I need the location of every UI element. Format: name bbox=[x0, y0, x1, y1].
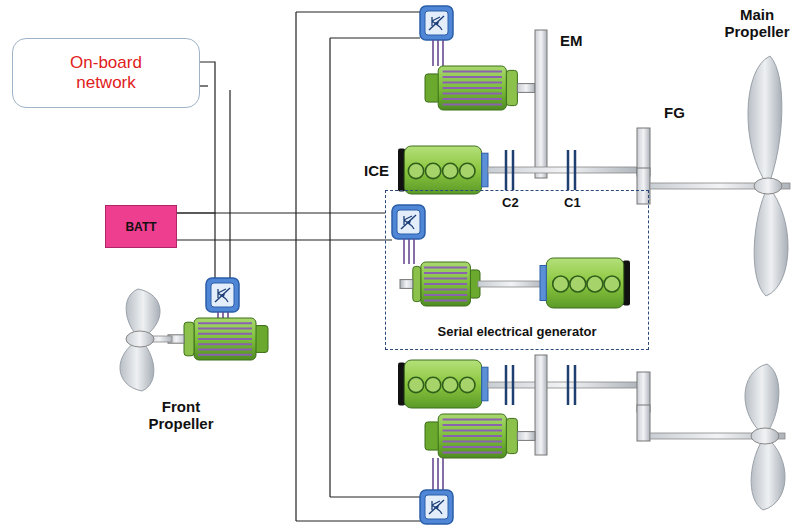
clutch-symbol bbox=[506, 150, 513, 190]
shaft bbox=[478, 281, 545, 287]
wire bbox=[403, 239, 405, 264]
part-label: ICE bbox=[364, 162, 389, 179]
propeller-label: Main Propeller bbox=[716, 6, 798, 41]
part-label: C2 bbox=[502, 195, 519, 210]
shaft bbox=[488, 167, 640, 173]
propeller bbox=[120, 289, 160, 391]
clutch-symbol bbox=[568, 150, 575, 190]
wire bbox=[329, 38, 330, 497]
group-box: Serial electrical generator bbox=[385, 190, 649, 350]
electric-motor bbox=[425, 66, 535, 110]
wire bbox=[296, 520, 420, 521]
clutch-symbol bbox=[568, 365, 575, 405]
wire bbox=[229, 90, 230, 278]
wire bbox=[442, 458, 444, 492]
propeller-label: Front Propeller bbox=[136, 398, 226, 433]
wire bbox=[295, 12, 296, 521]
wire bbox=[432, 458, 434, 492]
inverter-symbol bbox=[420, 490, 453, 524]
combustion-engine bbox=[540, 258, 630, 308]
wire bbox=[442, 40, 444, 66]
gear-bar bbox=[637, 405, 650, 441]
network-box: On-board network bbox=[12, 38, 200, 108]
wire bbox=[437, 40, 439, 66]
gear-bar bbox=[535, 30, 547, 178]
wire bbox=[200, 85, 208, 86]
wire bbox=[296, 11, 420, 12]
power-wire bbox=[177, 212, 385, 213]
battery-box: BATT bbox=[105, 205, 177, 248]
propeller bbox=[748, 56, 788, 296]
wire bbox=[408, 239, 410, 264]
propeller bbox=[745, 364, 785, 510]
inverter-symbol bbox=[392, 205, 425, 239]
gear-bar bbox=[535, 355, 547, 455]
electric-motor bbox=[168, 318, 268, 360]
electric-motor bbox=[425, 414, 535, 458]
wire bbox=[330, 496, 420, 497]
combustion-engine bbox=[398, 146, 488, 194]
node-text: On-board network bbox=[46, 53, 166, 94]
wire bbox=[330, 37, 420, 38]
wire bbox=[432, 40, 434, 66]
inverter-symbol bbox=[420, 6, 453, 40]
wire bbox=[413, 239, 415, 264]
shaft bbox=[488, 382, 640, 388]
wire bbox=[214, 213, 215, 278]
part-label: EM bbox=[560, 32, 583, 49]
wire bbox=[437, 458, 439, 492]
combustion-engine bbox=[398, 360, 488, 408]
electric-motor bbox=[400, 262, 480, 306]
clutch-symbol bbox=[506, 365, 513, 405]
node-text: Serial electrical generator bbox=[386, 324, 648, 339]
part-label: FG bbox=[664, 104, 685, 121]
wire bbox=[177, 239, 392, 240]
node-text: BATT bbox=[125, 220, 156, 234]
inverter-symbol bbox=[206, 278, 239, 312]
part-label: C1 bbox=[564, 195, 581, 210]
